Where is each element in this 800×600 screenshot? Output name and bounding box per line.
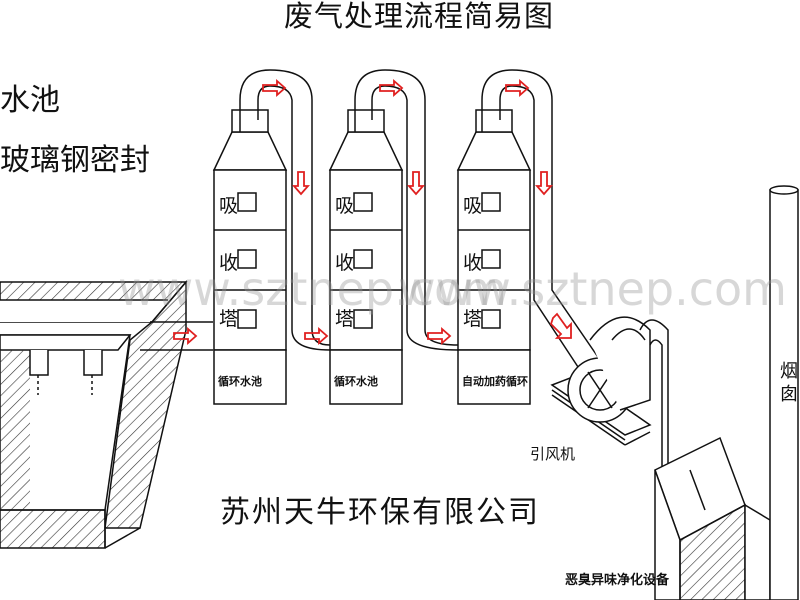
tower-3-char-3: 塔: [463, 308, 483, 330]
tower-1-char-1: 吸: [219, 195, 239, 217]
tower-3-char-1: 吸: [463, 195, 483, 217]
flow-arrow-3: [292, 171, 310, 196]
tower-1-pool-label: 循环水池: [218, 375, 262, 388]
tower-1-char-2: 收: [219, 252, 239, 274]
tower-base-pool: [213, 349, 287, 405]
tower-cap: [475, 109, 513, 133]
tower-window: [353, 309, 373, 329]
watermark-right: www.sztnep.com: [398, 262, 787, 316]
tower-3-pool-label: 自动加药循环: [462, 375, 528, 388]
flow-arrow-9: [535, 171, 553, 196]
tower-hood: [456, 131, 532, 171]
chimney-label: 烟囱: [780, 361, 798, 406]
absorption-tower-3: [456, 109, 532, 405]
frp-seal-label: 玻璃钢密封: [0, 143, 150, 178]
absorption-towers: [212, 109, 532, 405]
absorption-tower-2: [328, 109, 404, 405]
fan-label: 引风机: [530, 445, 576, 463]
pool-label: 水池: [0, 83, 60, 118]
tower-hood: [328, 131, 404, 171]
tower-window: [481, 249, 501, 269]
tower-cap: [347, 109, 385, 133]
flow-arrow-10: [549, 312, 572, 339]
connecting-ducts: [239, 69, 601, 371]
flow-arrow-4: [304, 327, 329, 345]
flow-arrow-2: [262, 79, 287, 97]
inlet-duct: [140, 321, 213, 351]
diagram-title: 废气处理流程简易图: [284, 0, 555, 33]
company-name: 苏州天牛环保有限公司: [220, 495, 540, 530]
absorption-tower-1: [212, 109, 288, 405]
tower-window: [481, 192, 501, 212]
fan-outlet-duct: [639, 319, 669, 470]
tower-base-pool: [329, 349, 403, 405]
tower-2-char-2: 收: [335, 252, 355, 274]
tower-3-char-2: 收: [463, 252, 483, 274]
sealed-tank: [0, 279, 188, 549]
tower-2-char-1: 吸: [335, 195, 355, 217]
flow-arrow-8: [505, 79, 530, 97]
tower-1-char-3: 塔: [219, 308, 239, 330]
flow-arrow-6: [407, 171, 425, 196]
tower-cap: [231, 109, 269, 133]
deodorizer-label: 恶臭异味净化设备: [565, 573, 670, 588]
tower-base-pool: [457, 349, 531, 405]
flow-arrow-7: [427, 327, 452, 345]
tower-2-pool-label: 循环水池: [334, 375, 378, 388]
flow-arrows: [173, 79, 572, 345]
chimney: [769, 185, 799, 600]
tower-window: [237, 249, 257, 269]
tower-window: [237, 309, 257, 329]
flow-arrow-1: [173, 327, 198, 345]
tower-hood: [212, 131, 288, 171]
tower-2-char-3: 塔: [335, 308, 355, 330]
flow-arrow-5: [379, 79, 404, 97]
deodorizer-unit: [654, 436, 771, 600]
induced-fan: [550, 316, 652, 446]
tower-window: [353, 249, 373, 269]
tower-window: [237, 192, 257, 212]
tower-window: [481, 309, 501, 329]
tower-window: [353, 192, 373, 212]
watermark-left: www.sztnep.com: [118, 262, 507, 316]
